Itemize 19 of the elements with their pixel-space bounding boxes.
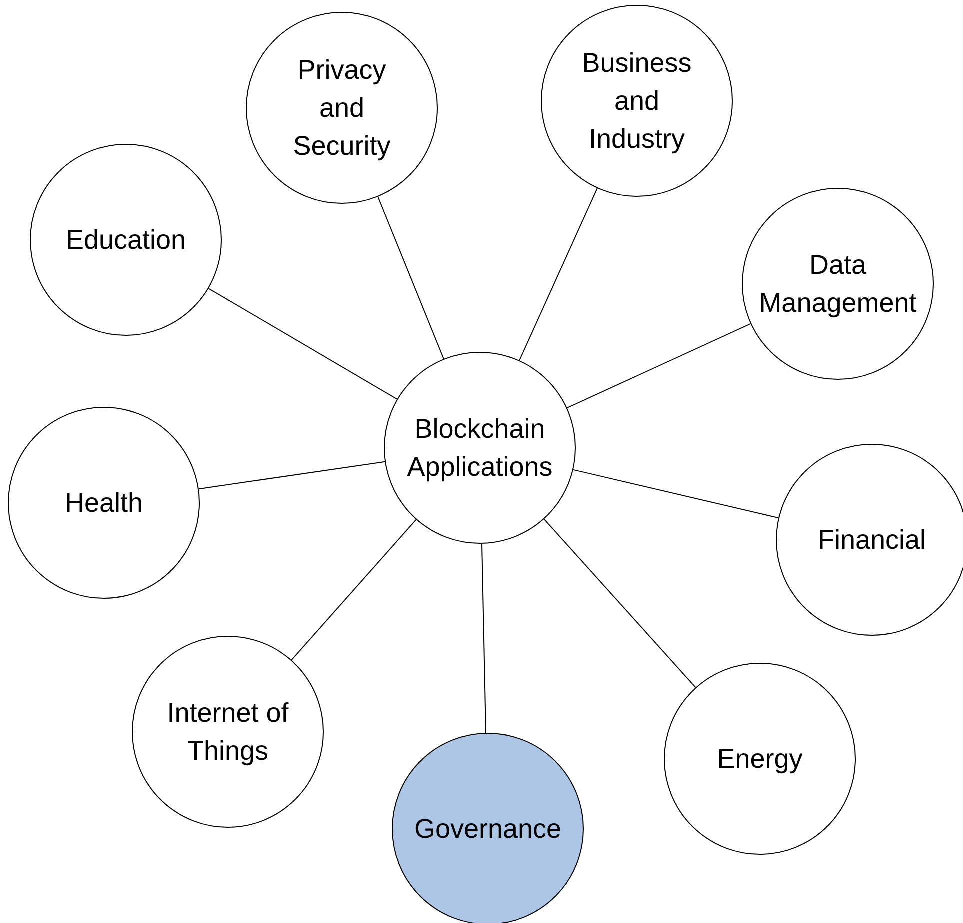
connector-line (208, 288, 398, 400)
connector-line (519, 188, 598, 362)
connector-line (566, 323, 752, 409)
connector-line (544, 518, 696, 688)
node-label: Education (66, 224, 186, 257)
node-label: Governance (414, 813, 562, 846)
node-label: Energy (717, 743, 803, 776)
node-label: Health (64, 487, 144, 520)
connector-line (291, 519, 417, 661)
node-label: Financial (818, 524, 926, 557)
connector-line (198, 461, 386, 490)
node-label: Data Management (758, 249, 918, 320)
node-label: Business and Industry (581, 47, 693, 156)
connector-line (482, 543, 486, 734)
node-label: Privacy and Security (292, 54, 392, 163)
node-label: Blockchain Applications (406, 413, 554, 484)
connector-line (378, 196, 444, 360)
connector-line (572, 469, 780, 519)
node-label: Internet of Things (166, 697, 290, 768)
